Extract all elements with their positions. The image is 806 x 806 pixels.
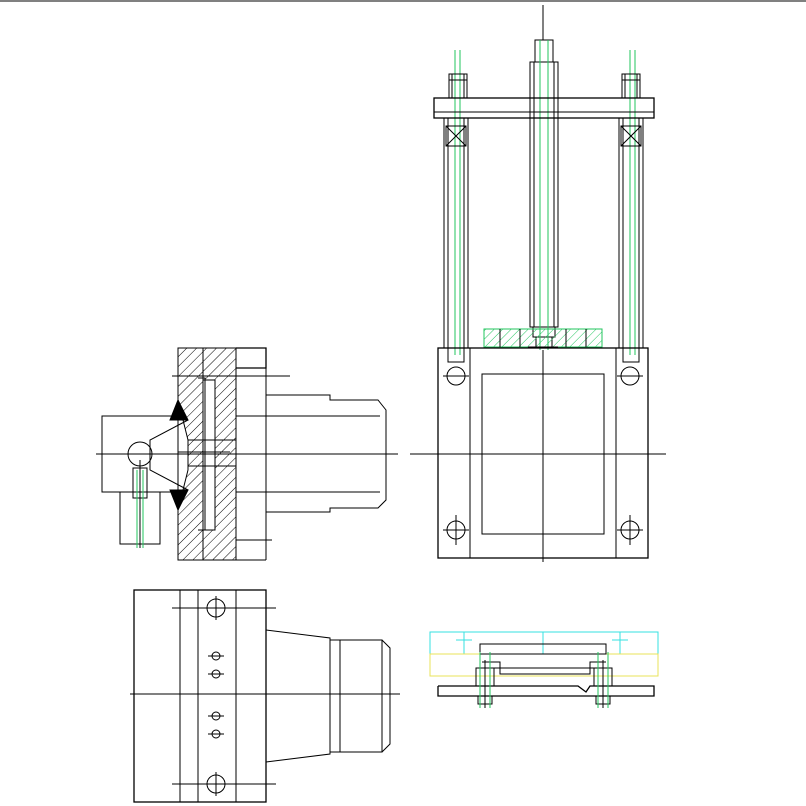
press-frame-bottom-right-detail-view [429,631,659,708]
press-frame-front-view [410,5,666,562]
press-frame-left-section-view [96,347,398,561]
press-frame-bottom-left-plan-view [130,589,400,803]
